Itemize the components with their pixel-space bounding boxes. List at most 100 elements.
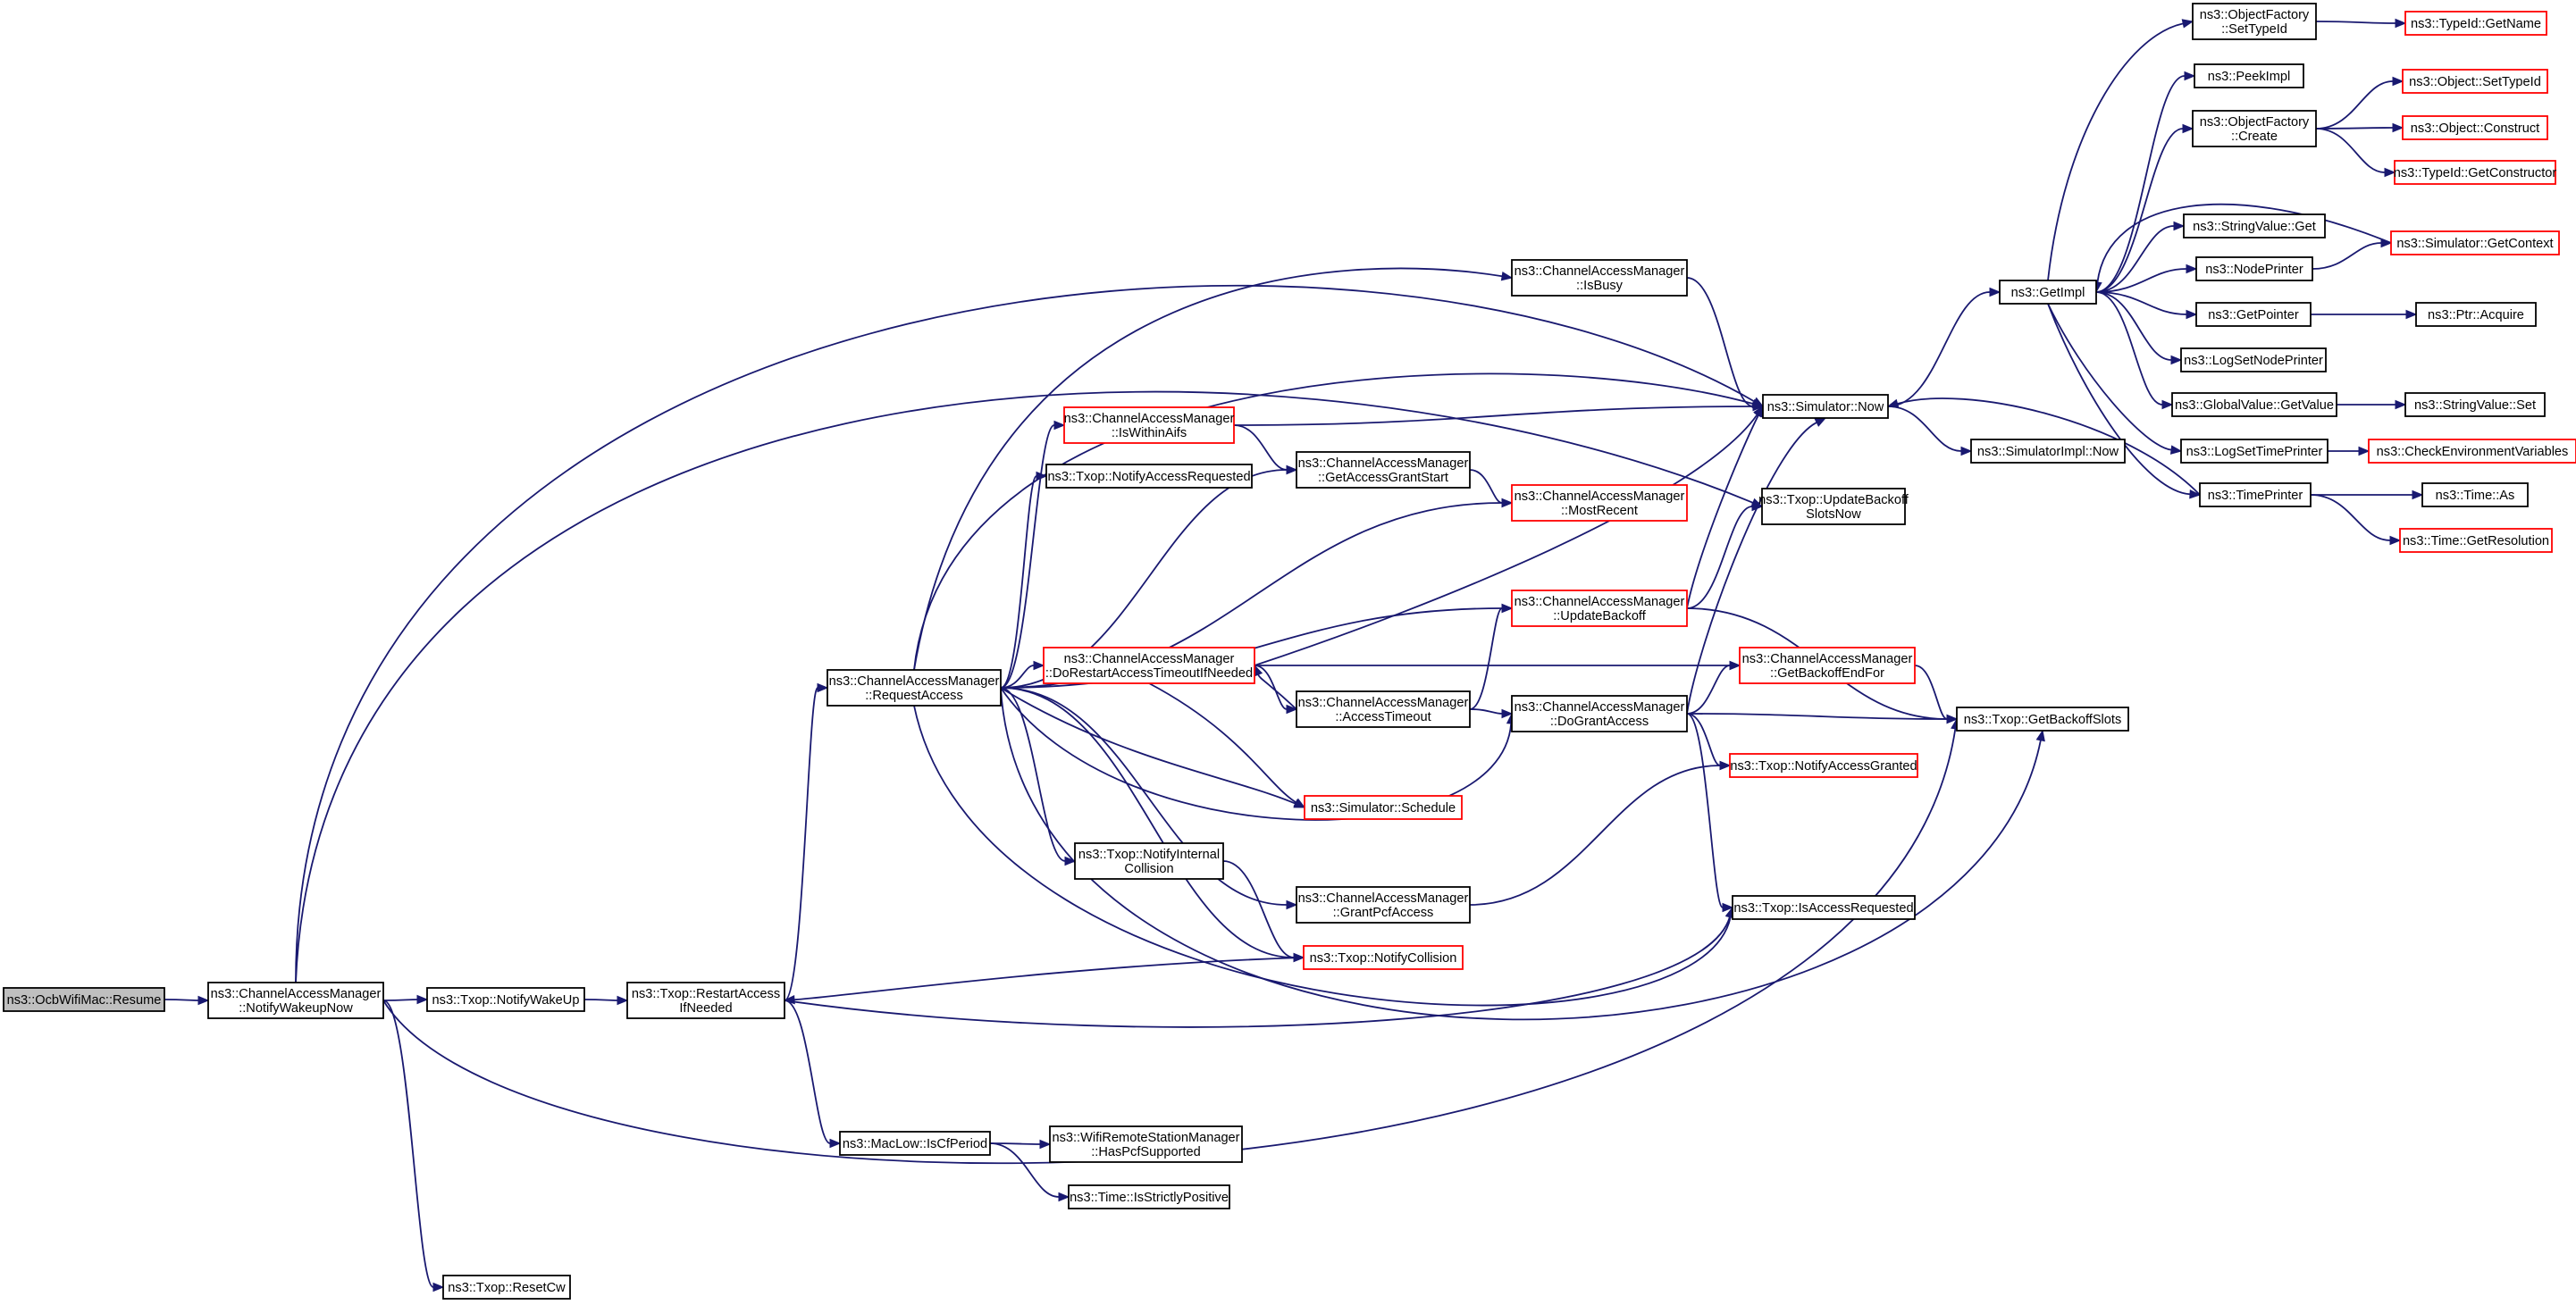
edge-line: [989, 1142, 1060, 1198]
node-notifyCollision[interactable]: ns3::Txop::NotifyCollision: [1303, 945, 1464, 970]
node-logSetTimePrinter[interactable]: ns3::LogSetTimePrinter: [2180, 439, 2328, 464]
node-grantPcfAccess[interactable]: ns3::ChannelAccessManager::GrantPcfAcces…: [1296, 886, 1471, 924]
node-label: ns3::ChannelAccessManager: [1298, 456, 1469, 471]
edge-doRestart-to-schedule: [1148, 682, 1306, 808]
node-timeGetResolution[interactable]: ns3::Time::GetResolution: [2399, 528, 2553, 553]
node-box: [1999, 280, 2097, 305]
edge-timePrinter-to-timeGetResolution: [2310, 494, 2402, 546]
nodes-layer: ns3::OcbWifiMac::Resume ns3::ChannelAcces…: [3, 3, 2576, 1300]
node-peekImpl[interactable]: ns3::PeekImpl: [2194, 63, 2304, 88]
node-notifyWakeupNow[interactable]: ns3::ChannelAccessManager::NotifyWakeupN…: [207, 982, 384, 1019]
edge-isWithinAifs-to-now: [1233, 401, 1765, 426]
edge-line: [913, 705, 1732, 1007]
node-label: ns3::Time::As: [2436, 489, 2515, 503]
node-checkEnv[interactable]: ns3::CheckEnvironmentVariables: [2368, 439, 2576, 464]
node-label: ns3::ChannelAccessManager: [1064, 652, 1235, 666]
node-simImplNow[interactable]: ns3::SimulatorImpl::Now: [1970, 439, 2126, 464]
node-timeAs[interactable]: ns3::Time::As: [2421, 482, 2529, 507]
node-label: ns3::ChannelAccessManager: [1298, 696, 1469, 710]
node-getBackoffSlots[interactable]: ns3::Txop::GetBackoffSlots: [1956, 707, 2129, 732]
node-ofCreate[interactable]: ns3::ObjectFactory::Create: [2192, 110, 2317, 147]
node-box: [839, 1131, 991, 1156]
edge-arrowhead: [2184, 71, 2196, 81]
node-globalValueGetValue[interactable]: ns3::GlobalValue::GetValue: [2171, 392, 2337, 417]
node-doRestart[interactable]: ns3::ChannelAccessManager::DoRestartAcce…: [1043, 647, 1255, 684]
node-mostRecent[interactable]: ns3::ChannelAccessManager::MostRecent: [1511, 484, 1688, 522]
edge-arrowhead: [617, 995, 629, 1006]
edge-arrowhead: [2186, 309, 2198, 320]
node-label: ns3::Txop::NotifyAccessRequested: [1047, 470, 1250, 484]
node-box: [1304, 795, 1463, 820]
edge-arrowhead: [1039, 1139, 1052, 1150]
node-logSetNodePrinter[interactable]: ns3::LogSetNodePrinter: [2180, 347, 2327, 372]
node-simGetContext[interactable]: ns3::Simulator::GetContext: [2390, 230, 2560, 255]
edge-notifyCollision-to-restartAccess: [783, 957, 1305, 1005]
node-label: ns3::Txop::UpdateBackoff: [1758, 493, 1909, 507]
edge-arrowhead: [1064, 856, 1077, 866]
edge-line: [382, 1000, 434, 1288]
node-isCfPeriod[interactable]: ns3::MacLow::IsCfPeriod: [839, 1131, 991, 1156]
node-doGrantAccess[interactable]: ns3::ChannelAccessManager::DoGrantAccess: [1511, 695, 1688, 732]
node-stringValueSet[interactable]: ns3::StringValue::Set: [2404, 392, 2546, 417]
node-ptrAcquire[interactable]: ns3::Ptr::Acquire: [2415, 302, 2537, 327]
node-typeIdGetName[interactable]: ns3::TypeId::GetName: [2404, 11, 2547, 36]
edge-line: [1000, 687, 1296, 805]
edge-isWithinAifs-to-getAccessGrantStart: [1233, 424, 1298, 475]
node-label: ns3::ChannelAccessManager: [211, 987, 382, 1001]
edge-line: [1686, 506, 1753, 609]
node-box: [2402, 115, 2548, 140]
edges-layer: [164, 18, 2424, 1292]
node-objectConstruct[interactable]: ns3::Object::Construct: [2402, 115, 2548, 140]
node-accessTimeout[interactable]: ns3::ChannelAccessManager::AccessTimeout: [1296, 690, 1471, 728]
edge-arrowhead: [817, 682, 829, 693]
node-resetCw[interactable]: ns3::Txop::ResetCw: [442, 1275, 571, 1300]
edge-line: [1222, 860, 1295, 958]
node-isWithinAifs[interactable]: ns3::ChannelAccessManager::IsWithinAifs: [1063, 406, 1235, 444]
node-box: [2399, 528, 2553, 553]
node-isStrictlyPositive[interactable]: ns3::Time::IsStrictlyPositive: [1068, 1184, 1230, 1209]
node-now[interactable]: ns3::Simulator::Now: [1762, 394, 1889, 419]
node-timePrinter[interactable]: ns3::TimePrinter: [2199, 482, 2312, 507]
edge-line: [1254, 665, 1288, 710]
edge-doGrantAccess-to-now: [1686, 417, 1827, 715]
edge-arrowhead: [1989, 287, 2001, 297]
edge-restartAccess-to-isCfPeriod: [784, 1000, 842, 1149]
edge-arrowhead: [2405, 309, 2418, 320]
node-box: [2368, 439, 2576, 464]
edge-arrowhead: [1729, 660, 1741, 671]
node-resume[interactable]: ns3::OcbWifiMac::Resume: [3, 987, 165, 1012]
node-updateBackoff[interactable]: ns3::ChannelAccessManager::UpdateBackoff: [1511, 590, 1688, 627]
node-label: ns3::LogSetNodePrinter: [2184, 354, 2323, 368]
node-txopNotifyWakeUp[interactable]: ns3::Txop::NotifyWakeUp: [426, 987, 585, 1012]
edge-arrowhead: [2186, 264, 2198, 274]
edge-line: [1233, 406, 1754, 426]
node-notifyAccessRequested[interactable]: ns3::Txop::NotifyAccessRequested: [1045, 464, 1253, 489]
node-isBusy[interactable]: ns3::ChannelAccessManager::IsBusy: [1511, 259, 1688, 297]
edge-line: [1887, 406, 1962, 452]
node-notifyAccessGranted[interactable]: ns3::Txop::NotifyAccessGranted: [1729, 753, 1918, 778]
node-label: ns3::Simulator::Now: [1767, 400, 1884, 414]
node-nodePrinter[interactable]: ns3::NodePrinter: [2195, 256, 2313, 281]
node-ofSetTypeId[interactable]: ns3::ObjectFactory::SetTypeId: [2192, 3, 2317, 40]
node-isAccessRequested[interactable]: ns3::Txop::IsAccessRequested: [1732, 895, 1916, 920]
node-schedule[interactable]: ns3::Simulator::Schedule: [1304, 795, 1463, 820]
node-typeIdGetConstructor[interactable]: ns3::TypeId::GetConstructor: [2394, 160, 2557, 185]
node-hasPcf[interactable]: ns3::WifiRemoteStationManager::HasPcfSup…: [1049, 1125, 1243, 1163]
node-getAccessGrantStart[interactable]: ns3::ChannelAccessManager::GetAccessGran…: [1296, 451, 1471, 489]
edge-arrowhead: [1722, 902, 1734, 913]
node-getImpl[interactable]: ns3::GetImpl: [1999, 280, 2097, 305]
edge-ofCreate-to-objectSetTypeId: [2315, 76, 2404, 130]
node-objectSetTypeId[interactable]: ns3::Object::SetTypeId: [2402, 69, 2548, 94]
node-requestAccess[interactable]: ns3::ChannelAccessManager::RequestAccess: [827, 669, 1002, 707]
node-label: ::IsWithinAifs: [1112, 426, 1187, 440]
node-label: ns3::WifiRemoteStationManager: [1052, 1131, 1239, 1145]
node-getBackoffEndFor[interactable]: ns3::ChannelAccessManager::GetBackoffEnd…: [1739, 647, 1916, 684]
edge-arrowhead: [416, 994, 429, 1005]
node-stringValueGet[interactable]: ns3::StringValue::Get: [2183, 213, 2326, 238]
node-getPointer[interactable]: ns3::GetPointer: [2195, 302, 2312, 327]
node-label: ns3::ChannelAccessManager: [1515, 489, 1685, 504]
